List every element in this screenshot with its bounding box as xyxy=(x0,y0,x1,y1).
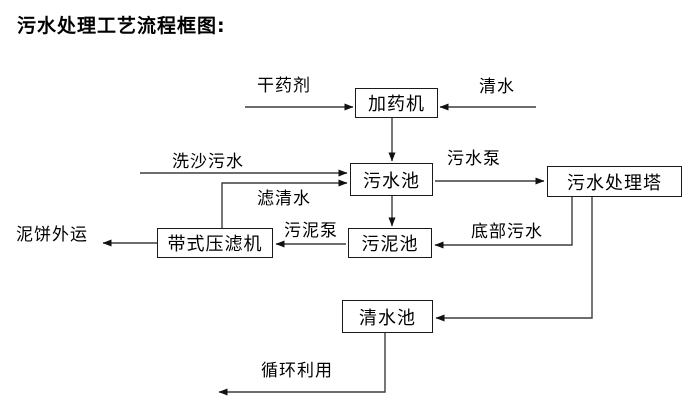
edge-label-sand-washing-sewage: 洗沙污水 xyxy=(172,152,244,172)
edge-label-clear-water: 清水 xyxy=(479,77,515,97)
edge-bottom-sewage-line xyxy=(434,197,573,249)
node-treatment-tower: 污水处理塔 xyxy=(547,166,682,197)
edge-filtered-water-line xyxy=(221,179,348,228)
edge-label-recycle-use: 循环利用 xyxy=(261,361,333,381)
node-clear-water-pool: 清水池 xyxy=(342,300,433,333)
node-dosing-machine: 加药机 xyxy=(355,88,438,118)
node-sewage-pool: 污水池 xyxy=(350,163,433,196)
node-sludge-pool: 污泥池 xyxy=(348,228,432,258)
edge-label-filtered-water: 滤清水 xyxy=(257,189,311,209)
edge-label-bottom-sewage: 底部污水 xyxy=(471,222,543,242)
edge-tower-to-clear-water-pool-line xyxy=(435,197,593,322)
flow-lines xyxy=(102,103,593,396)
page-title: 污水处理工艺流程框图: xyxy=(17,15,226,37)
edge-label-sludge-pump: 污泥泵 xyxy=(284,221,338,241)
edge-label-sewage-pump: 污水泵 xyxy=(447,149,501,169)
node-belt-filter-press: 带式压滤机 xyxy=(157,228,273,258)
edge-label-dry-chemical: 干药剂 xyxy=(257,76,311,96)
edge-label-mud-cake-out: 泥饼外运 xyxy=(16,225,88,245)
edge-recycle-use-line xyxy=(218,333,386,396)
